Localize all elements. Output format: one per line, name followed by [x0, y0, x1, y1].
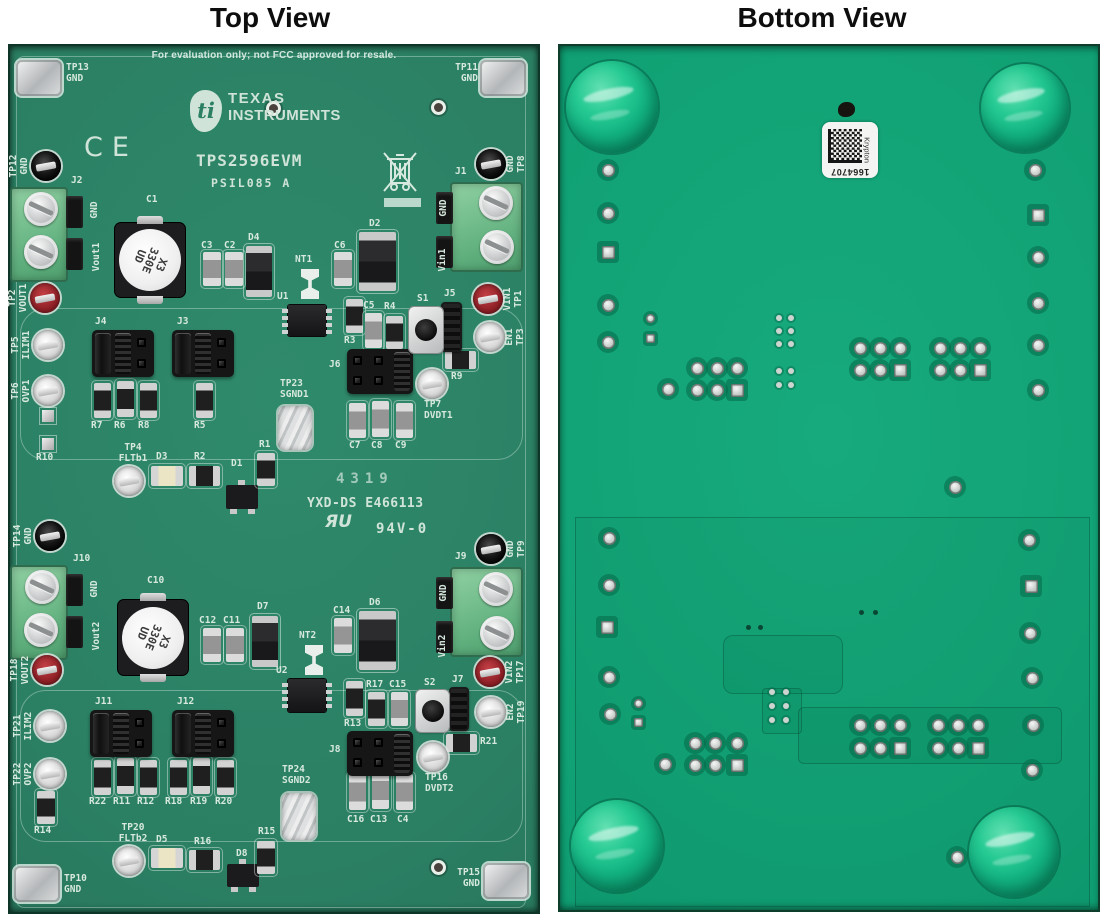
- brand-line2: INSTRUMENTS: [228, 107, 341, 124]
- pcb-top-view: [8, 44, 540, 914]
- date-code: 4319: [336, 471, 394, 487]
- ti-logo: ti TEXAS INSTRUMENTS: [190, 90, 341, 132]
- serial-sticker: Krypton 1664707: [822, 122, 878, 178]
- brand-line1: TEXAS: [228, 90, 286, 107]
- fcc-evaluation-notice: For evaluation only; not FCC approved fo…: [151, 50, 397, 61]
- board-name: TPS2596EVM: [196, 151, 303, 170]
- flammability-rating: 94V-0: [376, 521, 429, 537]
- ti-logo-icon: ti: [190, 90, 222, 132]
- ti-brand-text: TEXAS INSTRUMENTS: [228, 90, 341, 132]
- ul-recognized-icon: ЯU: [325, 512, 352, 532]
- silkscreen-bar: [384, 198, 421, 207]
- bottom-view-title: Bottom View: [737, 2, 907, 33]
- pcb-bottom-view: [558, 44, 1100, 912]
- board-revision: PSIL085 A: [211, 176, 292, 190]
- sticker-serial: 1664707: [830, 167, 870, 177]
- top-view-title: Top View: [209, 2, 331, 33]
- lot-code: YXD-DS E466113: [307, 496, 424, 511]
- ce-mark: CE: [84, 132, 138, 163]
- weee-icon: [383, 152, 417, 192]
- datamatrix-barcode-icon: [828, 129, 862, 163]
- sticker-brand: Krypton: [862, 137, 872, 163]
